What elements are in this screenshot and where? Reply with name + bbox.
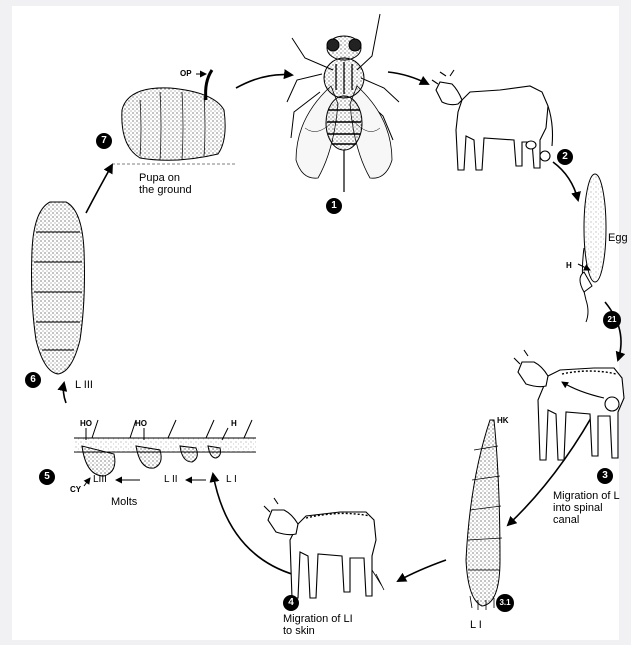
step-2-marker: 2 [557, 149, 573, 165]
pupa-illustration [112, 70, 236, 164]
step-5-marker: 5 [39, 469, 55, 485]
tag-ho-2: HO [135, 418, 147, 430]
tag-liii: LIII [93, 474, 107, 486]
step-31-marker: 3.1 [496, 594, 514, 612]
molts-caption: Molts [111, 496, 137, 508]
tag-h-egg: H [566, 260, 572, 272]
arrow-larva-to-cow3 [398, 560, 446, 581]
egg-caption: Egg [608, 232, 628, 244]
arrow-fly-to-cow [388, 72, 428, 84]
migration-skin-caption: Migration of LI to skin [283, 613, 353, 637]
arrow-skin-to-liii [63, 383, 66, 403]
larva-li-caption: L I [470, 619, 482, 631]
step-3-marker: 3 [597, 468, 613, 484]
arrow-pupa-to-fly [236, 75, 292, 88]
arrow-cow-to-egg [553, 162, 578, 200]
cow-illustration-3 [264, 498, 384, 598]
cow-illustration-2 [514, 350, 624, 460]
arrow-liii-to-pupa [86, 165, 112, 213]
tag-op: OP [180, 68, 192, 80]
step-6-marker: 6 [25, 372, 41, 388]
tag-li: L I [226, 474, 237, 486]
tag-ho-1: HO [80, 418, 92, 430]
larva-liii-caption: L III [75, 379, 93, 391]
fly-illustration [287, 14, 399, 192]
step-4-marker: 4 [283, 595, 299, 611]
step-1-marker: 1 [326, 198, 342, 214]
tag-hk: HK [497, 415, 509, 427]
migration-spinal-caption: Migration of L into spinal canal [553, 490, 620, 526]
larva-liii-illustration [32, 202, 85, 374]
step-7-marker: 7 [96, 133, 112, 149]
pupa-caption: Pupa on the ground [139, 172, 192, 196]
tag-lii: L II [164, 474, 178, 486]
egg-illustration [578, 174, 606, 322]
step-21-marker: 21 [603, 311, 621, 329]
cow-illustration-1 [432, 70, 553, 170]
tag-cy: CY [70, 484, 81, 496]
larva-li-illustration [466, 420, 502, 610]
tag-h-skin: H [231, 418, 237, 430]
